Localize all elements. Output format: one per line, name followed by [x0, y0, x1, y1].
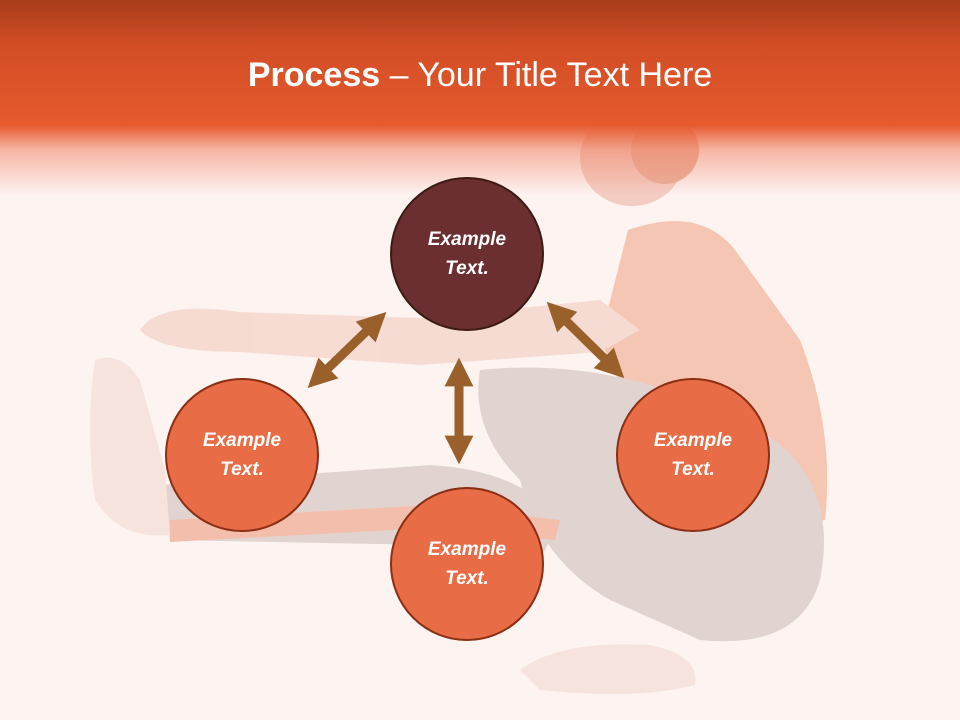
- left-node-text: Example Text.: [202, 430, 282, 480]
- title-bold-part: Process: [247, 56, 381, 94]
- right-node-text: Example Text.: [653, 430, 733, 480]
- left-node: Example Text.: [165, 378, 319, 532]
- center-node: Example Text.: [390, 177, 544, 331]
- arrow-center-right: [546, 301, 625, 379]
- bottom-node-text: Example Text.: [427, 539, 507, 589]
- center-node-text: Example Text.: [427, 229, 507, 279]
- arrow-center-left: [307, 311, 387, 389]
- header-band: [0, 0, 960, 195]
- title-rest-part: – Your Title Text Here: [380, 56, 713, 94]
- bottom-node: Example Text.: [390, 487, 544, 641]
- right-node: Example Text.: [616, 378, 770, 532]
- slide-title: Process – Your Title Text Here: [0, 52, 960, 98]
